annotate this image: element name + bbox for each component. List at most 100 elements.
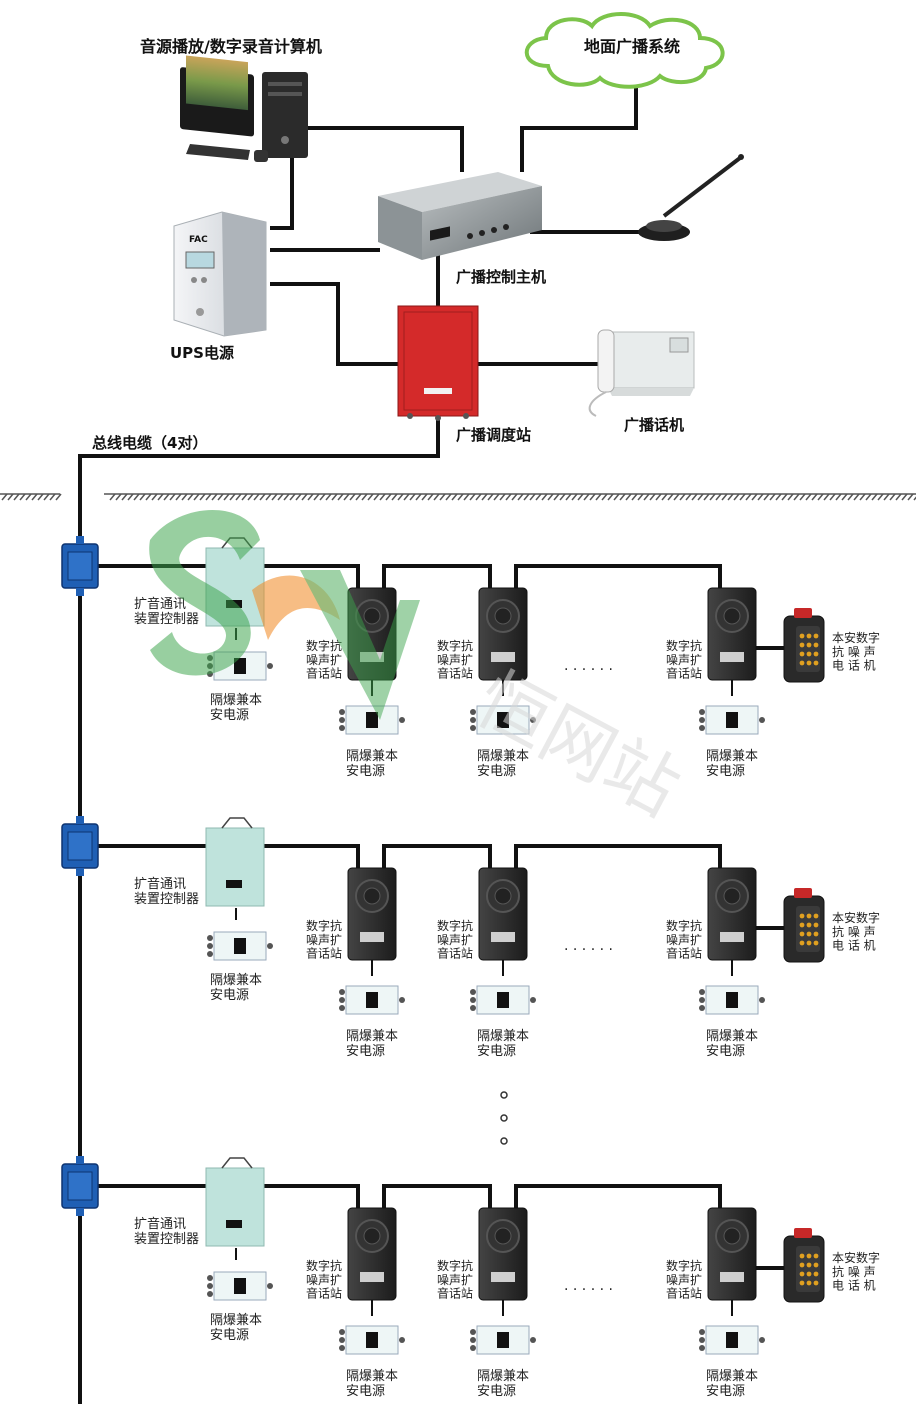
ground-hatch-mark bbox=[223, 493, 230, 501]
ground-hatch-mark bbox=[157, 493, 164, 501]
phone-label: 广播话机 bbox=[624, 416, 684, 434]
row-2: 扩音通讯装置控制器隔爆兼本安电源数字抗噪声扩音话站隔爆兼本安电源数字抗噪声扩音话… bbox=[61, 816, 880, 1059]
ground-hatch-mark bbox=[373, 493, 380, 501]
station-psu-label: 安电源 bbox=[346, 764, 385, 779]
station-label: 噪声扩 bbox=[666, 933, 702, 947]
station-psu-label: 隔爆兼本 bbox=[706, 1029, 758, 1044]
station-label: 音话站 bbox=[666, 1286, 702, 1301]
ground-hatch-mark bbox=[883, 493, 890, 501]
controller-label: 扩音通讯 bbox=[134, 876, 186, 892]
end-phone-icon bbox=[783, 608, 825, 683]
ground-hatch-mark bbox=[367, 493, 374, 501]
station-psu-icon bbox=[339, 1325, 405, 1355]
ground-hatch-mark bbox=[235, 493, 242, 501]
station-label: 数字抗 bbox=[437, 918, 473, 933]
ground-hatch-mark bbox=[691, 493, 698, 501]
ground-hatch-mark bbox=[733, 493, 740, 501]
controller-label: 装置控制器 bbox=[134, 612, 199, 627]
ground-hatch-mark bbox=[277, 493, 284, 501]
station-psu-label: 安电源 bbox=[477, 1384, 516, 1399]
ground-hatch-mark bbox=[19, 493, 26, 501]
controller-psu-label: 安电源 bbox=[210, 988, 249, 1003]
station-label: 音话站 bbox=[666, 946, 702, 961]
ground-hatch-mark bbox=[295, 493, 302, 501]
ground-hatch-mark bbox=[823, 493, 830, 501]
ground-hatch-mark bbox=[325, 493, 332, 501]
ground-hatch-mark bbox=[139, 493, 146, 501]
station-icon bbox=[707, 867, 757, 961]
ground-hatch-mark bbox=[811, 493, 818, 501]
station-icon bbox=[347, 1207, 397, 1301]
end-phone-label: 电 话 机 bbox=[832, 939, 876, 953]
ground-hatch-mark bbox=[853, 493, 860, 501]
ground-hatch-mark bbox=[559, 493, 566, 501]
ground-hatch-mark bbox=[49, 493, 56, 501]
ground-hatch-mark bbox=[145, 493, 152, 501]
ground-hatch-mark bbox=[115, 493, 122, 501]
ground-hatch-mark bbox=[25, 493, 32, 501]
ground-hatch-mark bbox=[889, 493, 896, 501]
station-label: 数字抗 bbox=[306, 638, 342, 653]
junction-box-icon bbox=[61, 816, 99, 876]
ground-hatch-mark bbox=[667, 493, 674, 501]
station-psu-icon bbox=[339, 705, 405, 735]
ground-hatch-mark bbox=[769, 493, 776, 501]
ground-hatch-mark bbox=[211, 493, 218, 501]
ground-hatch-mark bbox=[271, 493, 278, 501]
ground-hatch-mark bbox=[349, 493, 356, 501]
ground-hatch-mark bbox=[319, 493, 326, 501]
ground-hatch-mark bbox=[871, 493, 878, 501]
station-psu-icon bbox=[470, 705, 536, 735]
controller-psu-label: 安电源 bbox=[210, 708, 249, 723]
ground-hatch-mark bbox=[265, 493, 272, 501]
ground-hatch-mark bbox=[463, 493, 470, 501]
ground-hatch-mark bbox=[673, 493, 680, 501]
computer-icon bbox=[180, 55, 308, 162]
ups-brand: FAC bbox=[189, 235, 208, 245]
ground-hatch-mark bbox=[379, 493, 386, 501]
controller-label: 扩音通讯 bbox=[134, 1216, 186, 1232]
controller-label: 装置控制器 bbox=[134, 1232, 199, 1247]
ground-hatch-mark bbox=[643, 493, 650, 501]
ground-hatch-mark bbox=[781, 493, 788, 501]
station-psu-label: 隔爆兼本 bbox=[706, 1369, 758, 1384]
station-psu-label: 隔爆兼本 bbox=[346, 1369, 398, 1384]
station-icon bbox=[347, 587, 397, 681]
ups-icon bbox=[173, 211, 267, 337]
station-label: 数字抗 bbox=[306, 1258, 342, 1273]
row-3: 扩音通讯装置控制器隔爆兼本安电源数字抗噪声扩音话站隔爆兼本安电源数字抗噪声扩音话… bbox=[61, 1156, 880, 1399]
station-psu-label: 安电源 bbox=[477, 1044, 516, 1059]
ground-hatch-mark bbox=[127, 493, 134, 501]
ground-hatch-mark bbox=[169, 493, 176, 501]
watermark-text: 恒网站 bbox=[463, 656, 693, 832]
station-icon bbox=[707, 1207, 757, 1301]
ground-hatch-mark bbox=[481, 493, 488, 501]
junction-box-icon bbox=[61, 1156, 99, 1216]
ground-hatch-mark bbox=[385, 493, 392, 501]
ground-hatch-mark bbox=[895, 493, 902, 501]
ground-hatch-mark bbox=[283, 493, 290, 501]
station-psu-label: 隔爆兼本 bbox=[477, 1369, 529, 1384]
station-label: 数字抗 bbox=[666, 638, 702, 653]
station-label: 噪声扩 bbox=[306, 1273, 342, 1287]
ground-hatch-mark bbox=[253, 493, 260, 501]
ground-hatch-mark bbox=[205, 493, 212, 501]
ground-hatch-mark bbox=[577, 493, 584, 501]
ground-hatch-mark bbox=[613, 493, 620, 501]
station-psu-label: 安电源 bbox=[346, 1384, 385, 1399]
controller-icon bbox=[205, 817, 265, 907]
station-psu-icon bbox=[470, 985, 536, 1015]
ground-hatch-mark bbox=[229, 493, 236, 501]
ground-hatch-mark bbox=[475, 493, 482, 501]
controller-psu-icon bbox=[207, 1271, 273, 1301]
ground-hatch-mark bbox=[697, 493, 704, 501]
watermark bbox=[149, 510, 420, 720]
ground-hatch-mark bbox=[601, 493, 608, 501]
ground-hatch-mark bbox=[805, 493, 812, 501]
ground-hatch-mark bbox=[901, 493, 908, 501]
ground-hatch-mark bbox=[187, 493, 194, 501]
station-psu-icon bbox=[339, 985, 405, 1015]
ground-hatch-mark bbox=[715, 493, 722, 501]
ground-hatch-mark bbox=[193, 493, 200, 501]
ground-hatch-mark bbox=[175, 493, 182, 501]
